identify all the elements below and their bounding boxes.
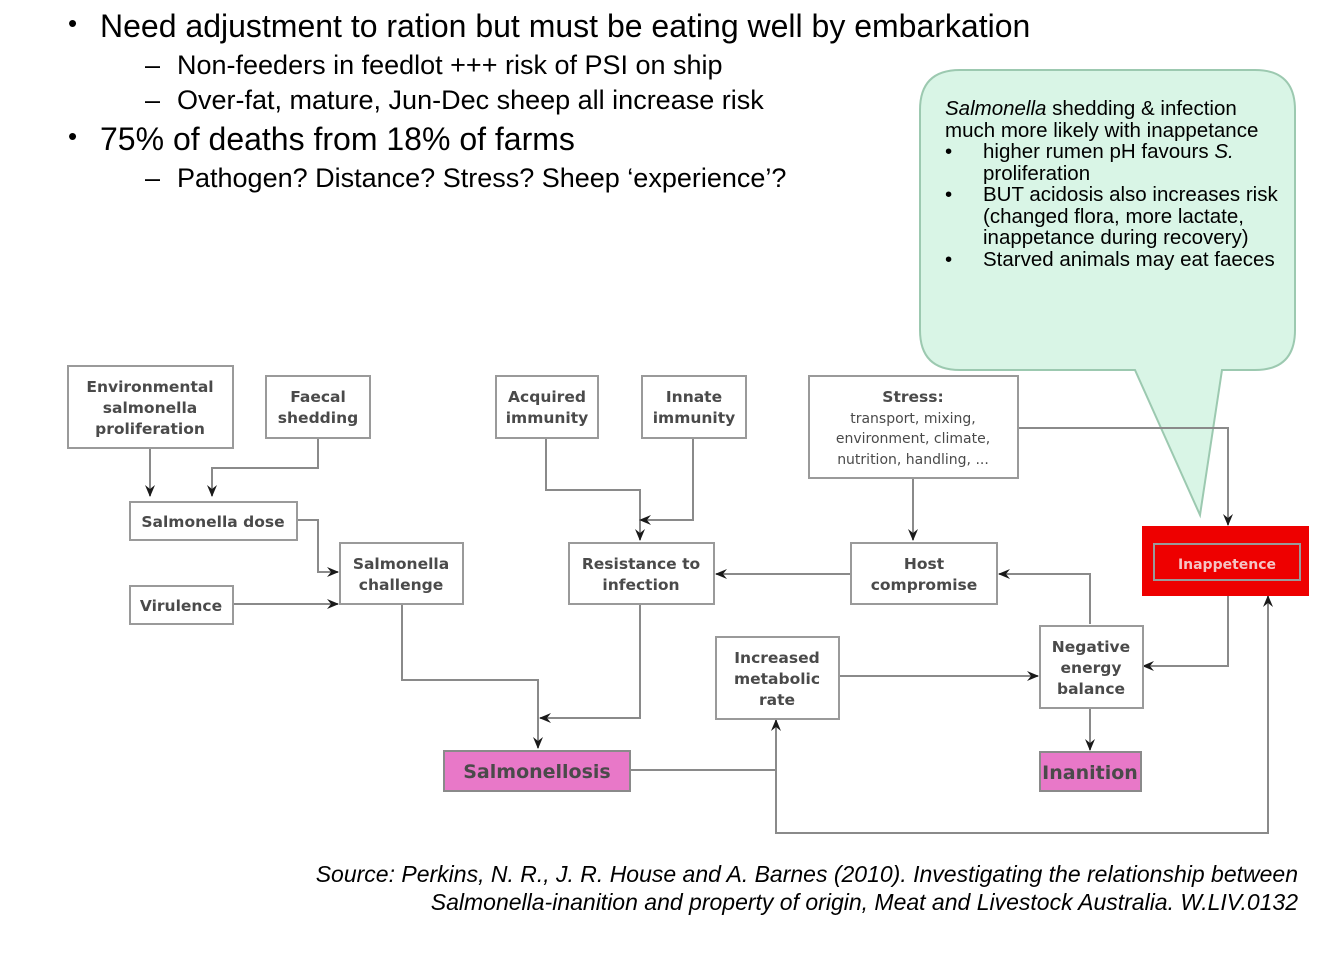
node-neb-line1: Negative xyxy=(1052,638,1130,656)
callout-item-1-italic: S. xyxy=(1214,140,1234,163)
node-challenge-line1: Salmonella xyxy=(353,555,449,573)
node-env-line3: proliferation xyxy=(95,420,205,438)
node-dose: Salmonella dose xyxy=(129,501,298,541)
arrow-inappetence-to-neb xyxy=(1142,596,1229,671)
callout-lead: Salmonella shedding & infection much mor… xyxy=(945,98,1285,141)
sub-bullet-dash: – xyxy=(145,85,161,115)
node-host: Host compromise xyxy=(850,542,998,605)
node-innate-line1: Innate xyxy=(666,388,722,406)
callout-list: higher rumen pH favours S. proliferation… xyxy=(945,141,1285,270)
node-acquired-line2: immunity xyxy=(506,409,589,427)
callout-item-3: Starved animals may eat faeces xyxy=(945,248,1285,271)
node-host-line1: Host xyxy=(904,555,945,573)
node-metabolic-line3: rate xyxy=(759,691,795,709)
node-resistance: Resistance to infection xyxy=(568,542,715,605)
arrow-innate-to-resistance xyxy=(639,438,694,525)
callout-lead-rest: shedding & infection much more likely wi… xyxy=(945,97,1259,142)
bullet-2-text: 75% of deaths from 18% of farms xyxy=(100,121,575,157)
node-faecal-line2: shedding xyxy=(278,409,358,427)
node-faecal: Faecal shedding xyxy=(265,375,371,439)
node-salmonellosis: Salmonellosis xyxy=(443,750,631,792)
arrow-resistance-to-salmonellosis xyxy=(539,604,641,723)
arrow-neb-to-host xyxy=(998,569,1091,624)
node-stress-line3: nutrition, handling, ... xyxy=(837,452,989,468)
node-innate-line2: immunity xyxy=(653,409,736,427)
node-env: Environmental salmonella proliferation xyxy=(67,365,234,449)
sub-bullet-1-2: – Over-fat, mature, Jun-Dec sheep all in… xyxy=(145,85,764,116)
bullet-1-text: Need adjustment to ration but must be ea… xyxy=(100,8,1031,44)
sub-bullet-1-1: – Non-feeders in feedlot +++ risk of PSI… xyxy=(145,50,723,81)
sub-bullet-1-1-text: Non-feeders in feedlot +++ risk of PSI o… xyxy=(177,50,723,80)
node-env-line2: salmonella xyxy=(103,399,197,417)
bullet-1: • Need adjustment to ration but must be … xyxy=(68,8,1031,45)
node-neb-line3: balance xyxy=(1057,680,1125,698)
node-env-line1: Environmental xyxy=(86,378,213,396)
node-inanition: Inanition xyxy=(1039,751,1142,792)
arrow-loop-to-inappetence xyxy=(775,595,1273,834)
node-inappetence: Inappetence xyxy=(1142,526,1309,596)
node-dose-label: Salmonella dose xyxy=(141,513,284,531)
node-virulence: Virulence xyxy=(129,585,234,625)
arrow-stress-to-inappetence xyxy=(1018,427,1233,526)
node-resistance-line2: infection xyxy=(602,576,679,594)
source-citation: Source: Perkins, N. R., J. R. House and … xyxy=(316,860,1298,916)
bullet-dot: • xyxy=(68,8,78,38)
sub-bullet-1-2-text: Over-fat, mature, Jun-Dec sheep all incr… xyxy=(177,85,764,115)
node-faecal-line1: Faecal xyxy=(290,388,346,406)
node-inappetence-label: Inappetence xyxy=(1178,557,1276,573)
arrow-salmonellosis-to-metabolic xyxy=(630,719,781,771)
node-acquired-line1: Acquired xyxy=(508,388,586,406)
source-line-1: Source: Perkins, N. R., J. R. House and … xyxy=(315,861,1298,887)
callout-item-1: higher rumen pH favours S. proliferation xyxy=(945,141,1285,184)
arrow-acquired-to-resistance xyxy=(545,438,645,541)
node-innate: Innate immunity xyxy=(641,375,747,439)
callout-item-2: BUT acidosis also increases risk (change… xyxy=(945,184,1285,249)
node-inanition-label: Inanition xyxy=(1042,762,1138,784)
node-metabolic-line1: Increased xyxy=(734,649,819,667)
callout-text: Salmonella shedding & infection much mor… xyxy=(945,98,1285,270)
node-neb-line2: energy xyxy=(1061,659,1122,677)
node-stress-line1: transport, mixing, xyxy=(850,411,976,427)
node-metabolic-line2: metabolic xyxy=(734,670,820,688)
node-challenge: Salmonella challenge xyxy=(339,542,464,605)
connectors xyxy=(145,427,1273,834)
node-neb: Negative energy balance xyxy=(1039,625,1144,709)
arrow-faecal-to-dose xyxy=(207,438,319,497)
arrow-dose-to-challenge xyxy=(297,519,339,577)
node-challenge-line2: challenge xyxy=(359,576,443,594)
node-acquired: Acquired immunity xyxy=(495,375,599,439)
node-host-line2: compromise xyxy=(871,576,978,594)
node-resistance-line1: Resistance to xyxy=(582,555,700,573)
sub-bullet-dash: – xyxy=(145,50,161,80)
callout-item-1-pre: higher rumen pH favours xyxy=(983,140,1215,163)
source-line-2: Salmonella-inanition and property of ori… xyxy=(430,889,1298,915)
callout-item-1-post: proliferation xyxy=(983,161,1091,185)
node-stress-title: Stress: xyxy=(882,388,943,406)
sub-bullet-dash: – xyxy=(145,163,161,193)
callout-lead-italic: Salmonella xyxy=(945,97,1047,120)
bullet-dot: • xyxy=(68,121,78,151)
node-stress: Stress: transport, mixing, environment, … xyxy=(808,375,1019,479)
arrow-challenge-to-salmonellosis xyxy=(401,604,543,749)
node-salmonellosis-label: Salmonellosis xyxy=(463,761,611,783)
bullet-2: • 75% of deaths from 18% of farms xyxy=(68,121,575,158)
node-metabolic: Increased metabolic rate xyxy=(715,636,840,720)
sub-bullet-2-1-text: Pathogen? Distance? Stress? Sheep ‘exper… xyxy=(177,163,787,193)
sub-bullet-2-1: – Pathogen? Distance? Stress? Sheep ‘exp… xyxy=(145,163,787,194)
node-virulence-label: Virulence xyxy=(140,597,222,615)
node-stress-line2: environment, climate, xyxy=(836,431,990,447)
